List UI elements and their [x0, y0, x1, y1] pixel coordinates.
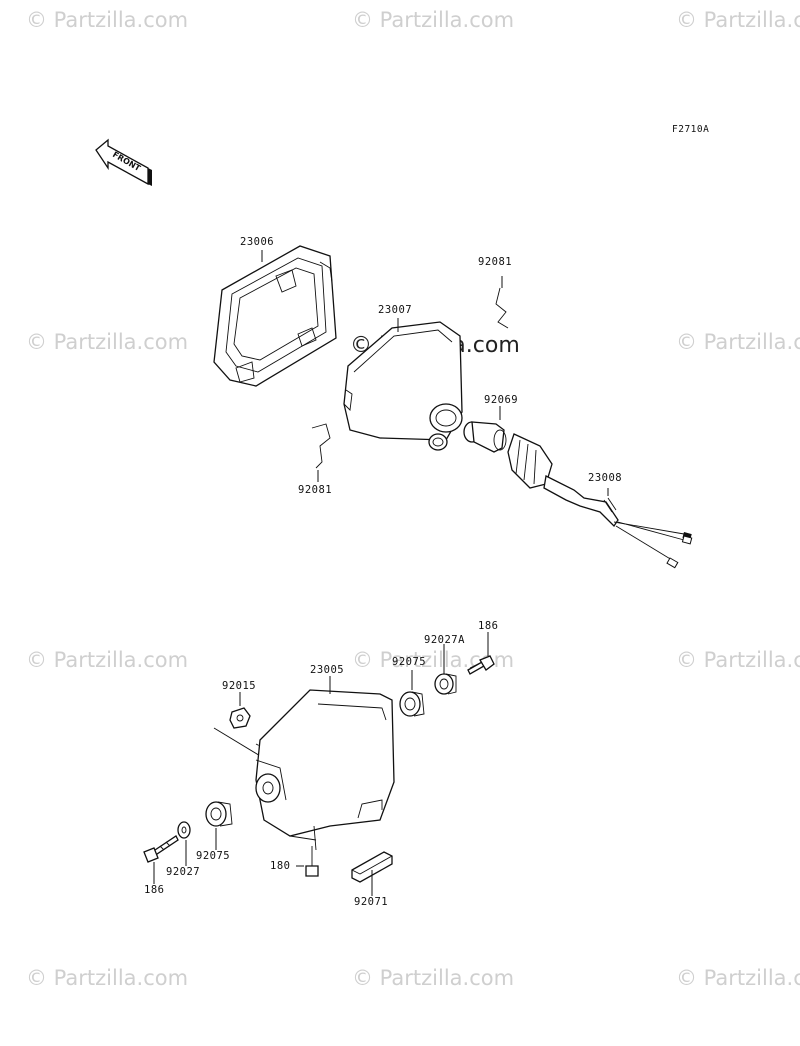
- label-92081-upper: 92081: [478, 256, 513, 268]
- headlight-rim: [213, 245, 337, 387]
- label-92027A: 92027A: [424, 634, 465, 646]
- label-92075-upper: 92075: [392, 656, 427, 668]
- label-92069: 92069: [484, 394, 519, 406]
- label-180: 180: [270, 860, 291, 872]
- label-186-upper: 186: [478, 620, 499, 632]
- front-arrow-icon: FRONT: [95, 138, 152, 186]
- label-92027: 92027: [166, 866, 201, 878]
- label-92071: 92071: [354, 896, 389, 908]
- figure-code: F2710A: [672, 124, 710, 135]
- collar-upper: [434, 673, 457, 695]
- socket-harness: [507, 433, 693, 569]
- label-23006: 23006: [240, 236, 275, 248]
- label-23008: 23008: [588, 472, 623, 484]
- grommet-lower: [205, 801, 233, 827]
- label-92015: 92015: [222, 680, 257, 692]
- clip-upper: [495, 287, 509, 329]
- clip-lower: [311, 423, 331, 469]
- grommet-upper: [399, 691, 425, 717]
- bolt-upper: [467, 655, 495, 675]
- bolt-lower: [143, 835, 179, 863]
- headlight-cover: [255, 689, 395, 851]
- label-23007: 23007: [378, 304, 413, 316]
- label-186-lower: 186: [144, 884, 165, 896]
- pad: [351, 851, 393, 883]
- bulb: [463, 421, 507, 453]
- nut: [229, 707, 251, 729]
- headlight-housing: [343, 321, 463, 451]
- collar-lower: [177, 821, 191, 839]
- label-92075-lower: 92075: [196, 850, 231, 862]
- label-23005: 23005: [310, 664, 345, 676]
- label-92081-lower: 92081: [298, 484, 333, 496]
- screw: [305, 846, 319, 877]
